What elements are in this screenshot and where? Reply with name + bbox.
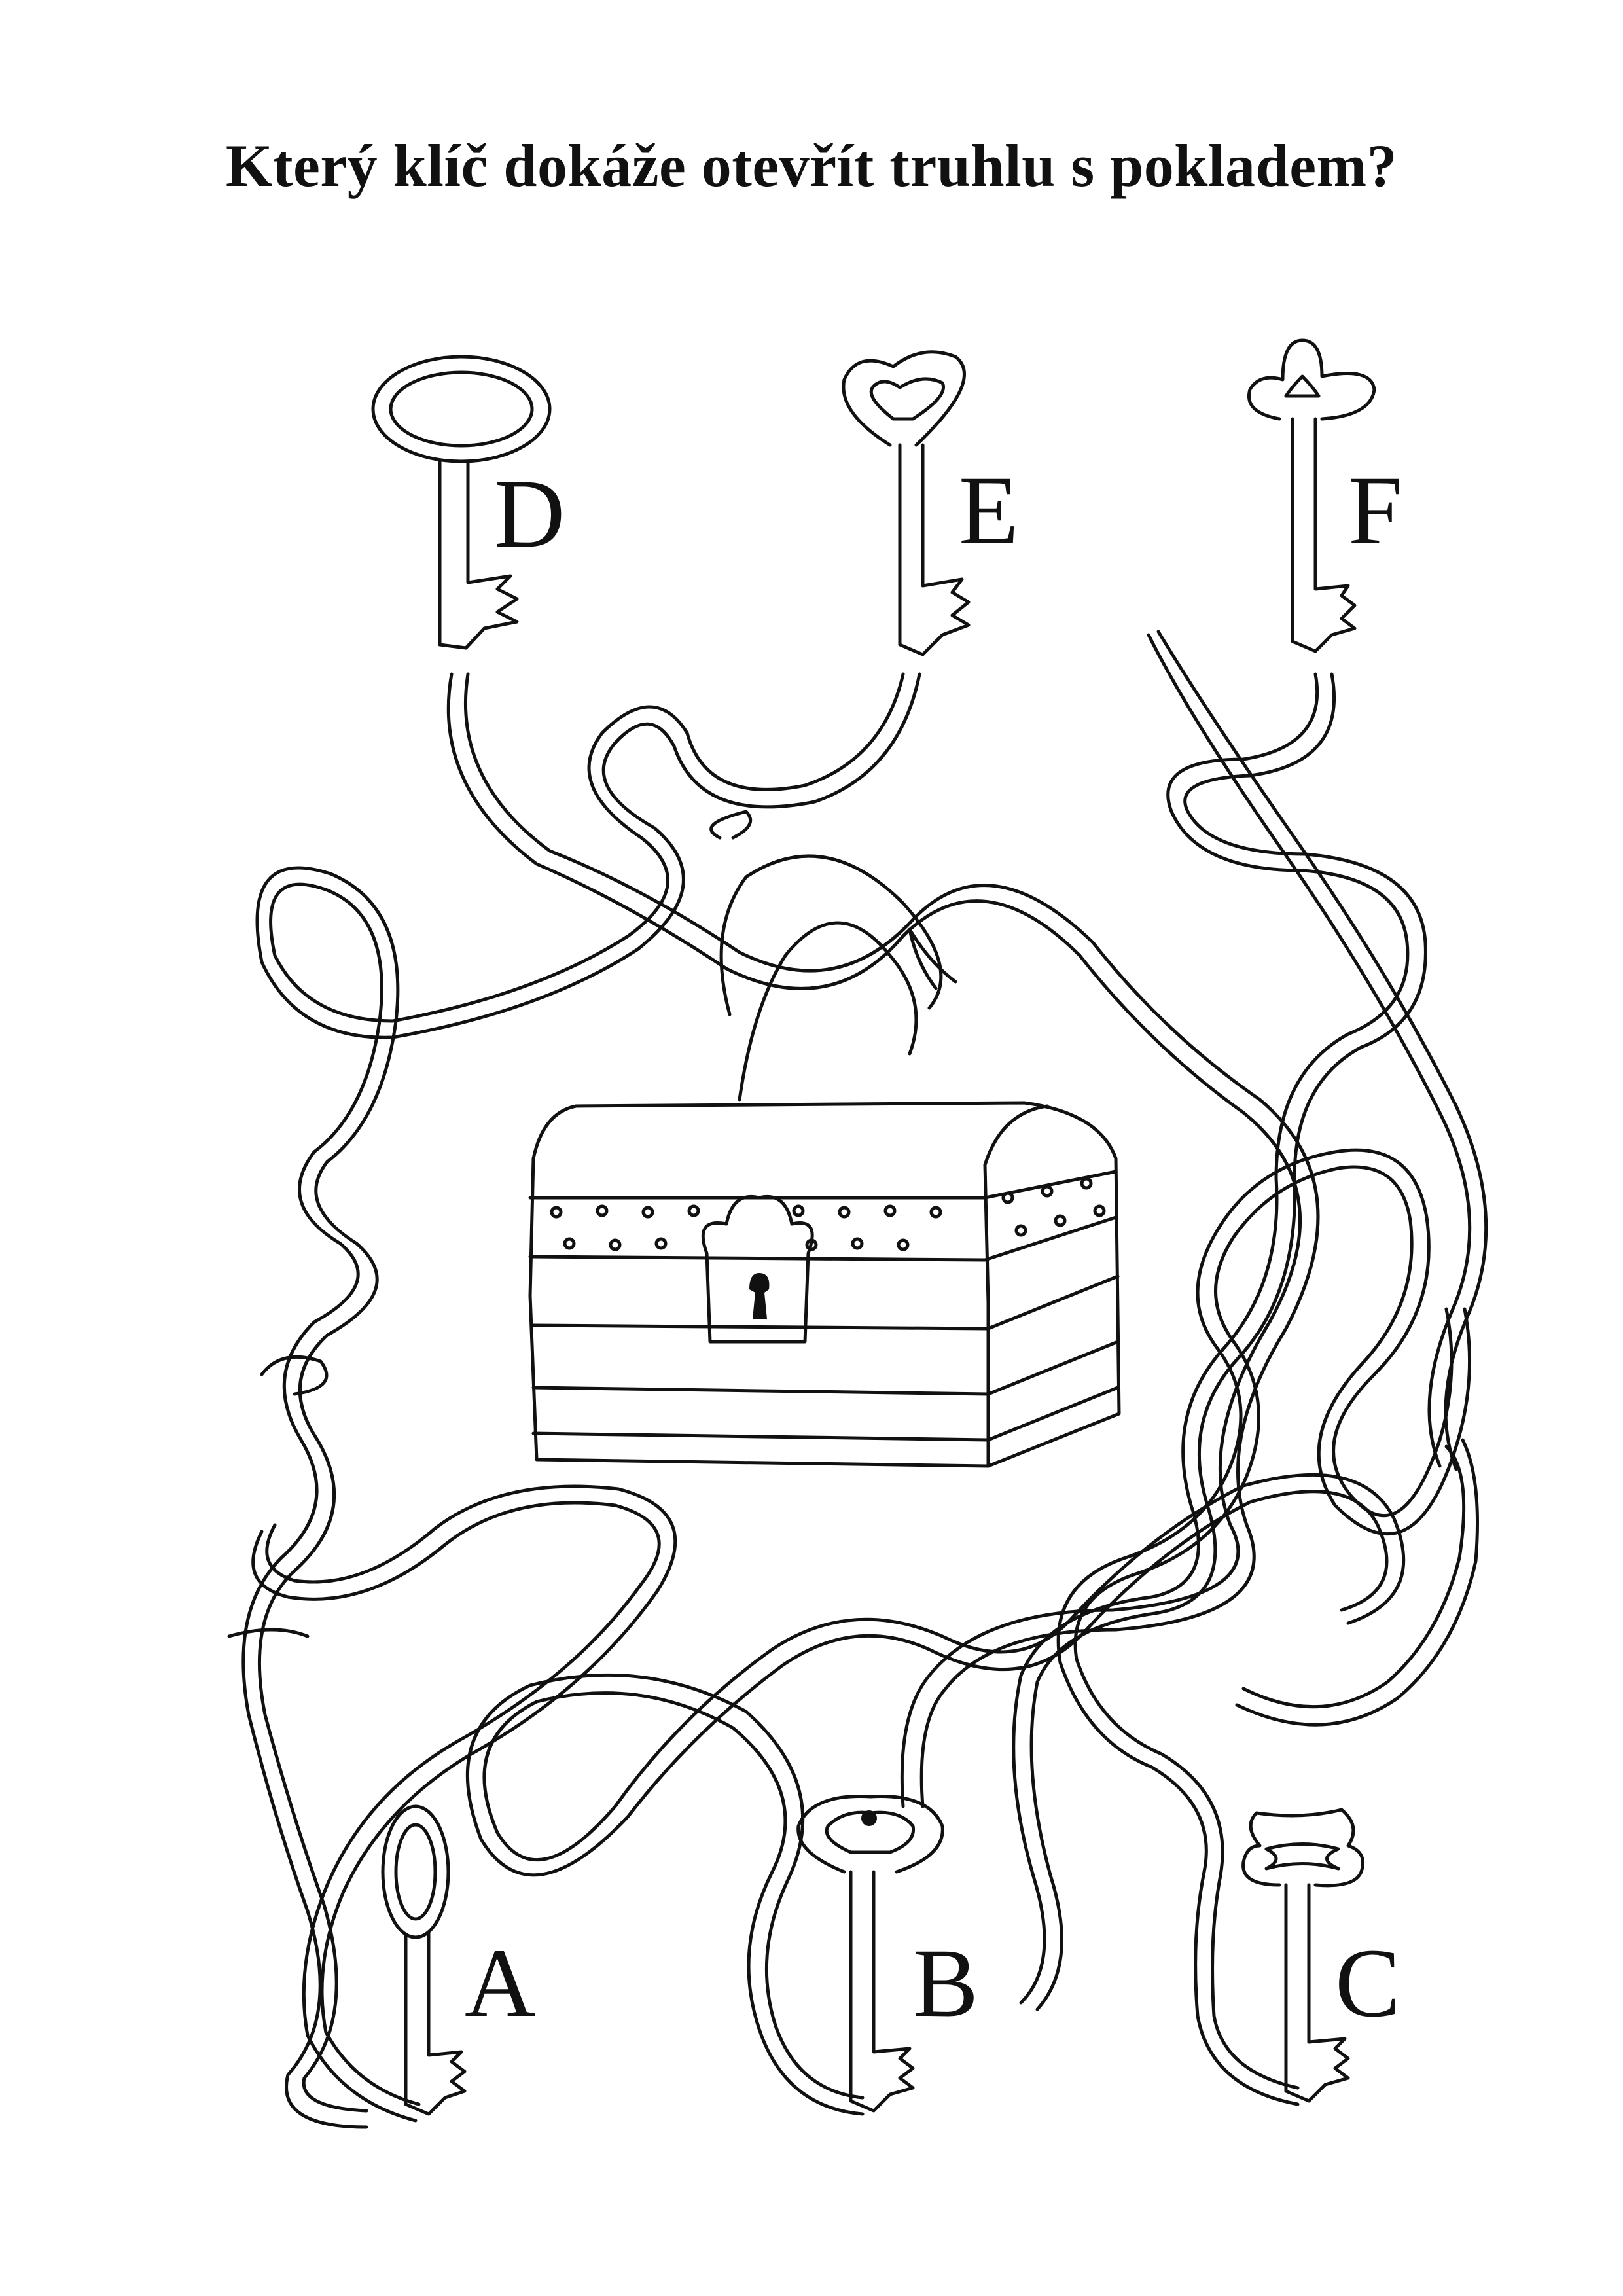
tangled-paths [227,630,1488,2129]
key-b-label: B [913,1929,979,2037]
key-e-icon[interactable] [842,350,971,656]
key-a-icon[interactable] [381,1804,467,2116]
key-d-icon[interactable] [371,355,552,650]
key-f-label: F [1348,456,1403,565]
key-e-label: E [959,456,1019,565]
key-a-label: A [465,1929,536,2037]
key-c-icon[interactable] [1241,1808,1364,2103]
treasure-chest-icon[interactable] [528,1101,1121,1468]
key-d-label: D [494,459,565,568]
key-f-icon[interactable] [1247,338,1376,653]
key-c-label: C [1335,1929,1401,2037]
page-title: Který klíč dokáže otevřít truhlu s pokla… [225,132,1398,199]
